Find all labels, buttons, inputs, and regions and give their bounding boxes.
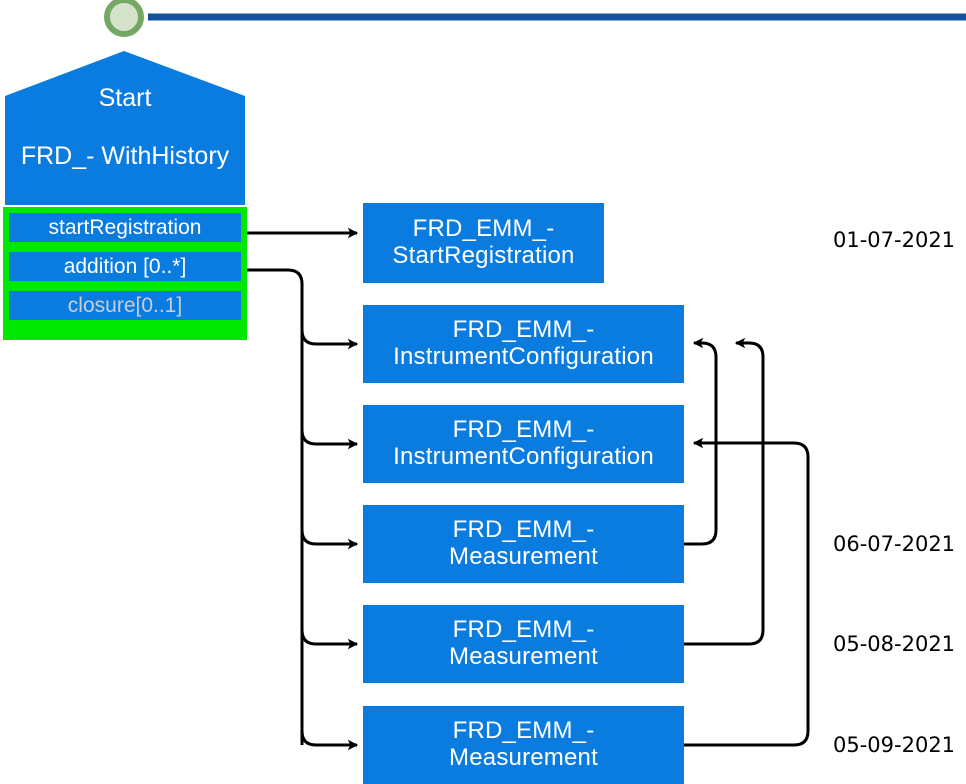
start-circle-icon bbox=[104, 0, 144, 37]
node-instrument-configuration-1-line2: InstrumentConfiguration bbox=[393, 343, 654, 370]
edge-addition-to-measurement-1 bbox=[300, 529, 359, 550]
node-instrument-configuration-1-text: FRD_EMM_- InstrumentConfiguration bbox=[363, 316, 684, 371]
node-instrument-configuration-1[interactable]: FRD_EMM_- InstrumentConfiguration bbox=[363, 305, 684, 383]
compartment-closure[interactable]: closure[0..1] bbox=[9, 291, 241, 320]
node-measurement-3[interactable]: FRD_EMM_- Measurement bbox=[363, 706, 684, 784]
edge-addition-trunk bbox=[245, 268, 304, 745]
edge-addition-to-instrument-configuration-1 bbox=[300, 329, 359, 350]
node-instrument-configuration-2-line2: InstrumentConfiguration bbox=[393, 443, 654, 470]
node-measurement-2-line2: Measurement bbox=[449, 643, 598, 670]
node-measurement-1-line1: FRD_EMM_- bbox=[452, 516, 595, 544]
node-measurement-3-text: FRD_EMM_- Measurement bbox=[363, 717, 684, 772]
node-instrument-configuration-1-line1: FRD_EMM_- bbox=[452, 316, 595, 344]
start-node-name: FRD_- WithHistory bbox=[5, 142, 245, 171]
date-measurement-2: 05-08-2021 bbox=[833, 632, 956, 656]
node-measurement-2-text: FRD_EMM_- Measurement bbox=[363, 616, 684, 671]
compartment-start-registration[interactable]: startRegistration bbox=[9, 213, 241, 242]
compartment-addition[interactable]: addition [0..*] bbox=[9, 252, 241, 281]
node-measurement-3-line2: Measurement bbox=[449, 744, 598, 771]
edge-addition-to-instrument-configuration-2 bbox=[300, 429, 359, 450]
start-node-name-line2: WithHistory bbox=[101, 142, 230, 170]
node-instrument-configuration-2-text: FRD_EMM_- InstrumentConfiguration bbox=[363, 416, 684, 471]
node-measurement-2[interactable]: FRD_EMM_- Measurement bbox=[363, 605, 684, 683]
node-measurement-1-line2: Measurement bbox=[449, 543, 598, 570]
node-measurement-1[interactable]: FRD_EMM_- Measurement bbox=[363, 505, 684, 583]
start-node-pentagon bbox=[5, 51, 245, 205]
node-start-registration-line1: FRD_EMM_- bbox=[412, 215, 555, 243]
date-measurement-3: 05-09-2021 bbox=[833, 733, 956, 757]
node-start-registration[interactable]: FRD_EMM_- StartRegistration bbox=[363, 203, 604, 283]
node-start-registration-text: FRD_EMM_- StartRegistration bbox=[363, 215, 604, 270]
start-node-name-line1: FRD_- bbox=[20, 142, 95, 170]
node-start-registration-line2: StartRegistration bbox=[392, 242, 575, 269]
node-measurement-3-line1: FRD_EMM_- bbox=[452, 717, 595, 745]
node-measurement-1-text: FRD_EMM_- Measurement bbox=[363, 516, 684, 571]
edge-measurement-2-to-instrument-configuration-1 bbox=[684, 337, 765, 646]
edge-addition-to-measurement-3 bbox=[300, 730, 359, 751]
date-measurement-1: 06-07-2021 bbox=[833, 532, 956, 556]
date-start-registration: 01-07-2021 bbox=[833, 228, 956, 252]
edge-addition-to-measurement-2 bbox=[300, 629, 359, 650]
edge-measurement-3-to-instrument-configuration-2 bbox=[684, 437, 810, 747]
start-node-header: Start bbox=[98, 84, 152, 112]
node-measurement-2-line1: FRD_EMM_- bbox=[452, 616, 595, 644]
node-instrument-configuration-2-line1: FRD_EMM_- bbox=[452, 416, 595, 444]
node-instrument-configuration-2[interactable]: FRD_EMM_- InstrumentConfiguration bbox=[363, 405, 684, 483]
